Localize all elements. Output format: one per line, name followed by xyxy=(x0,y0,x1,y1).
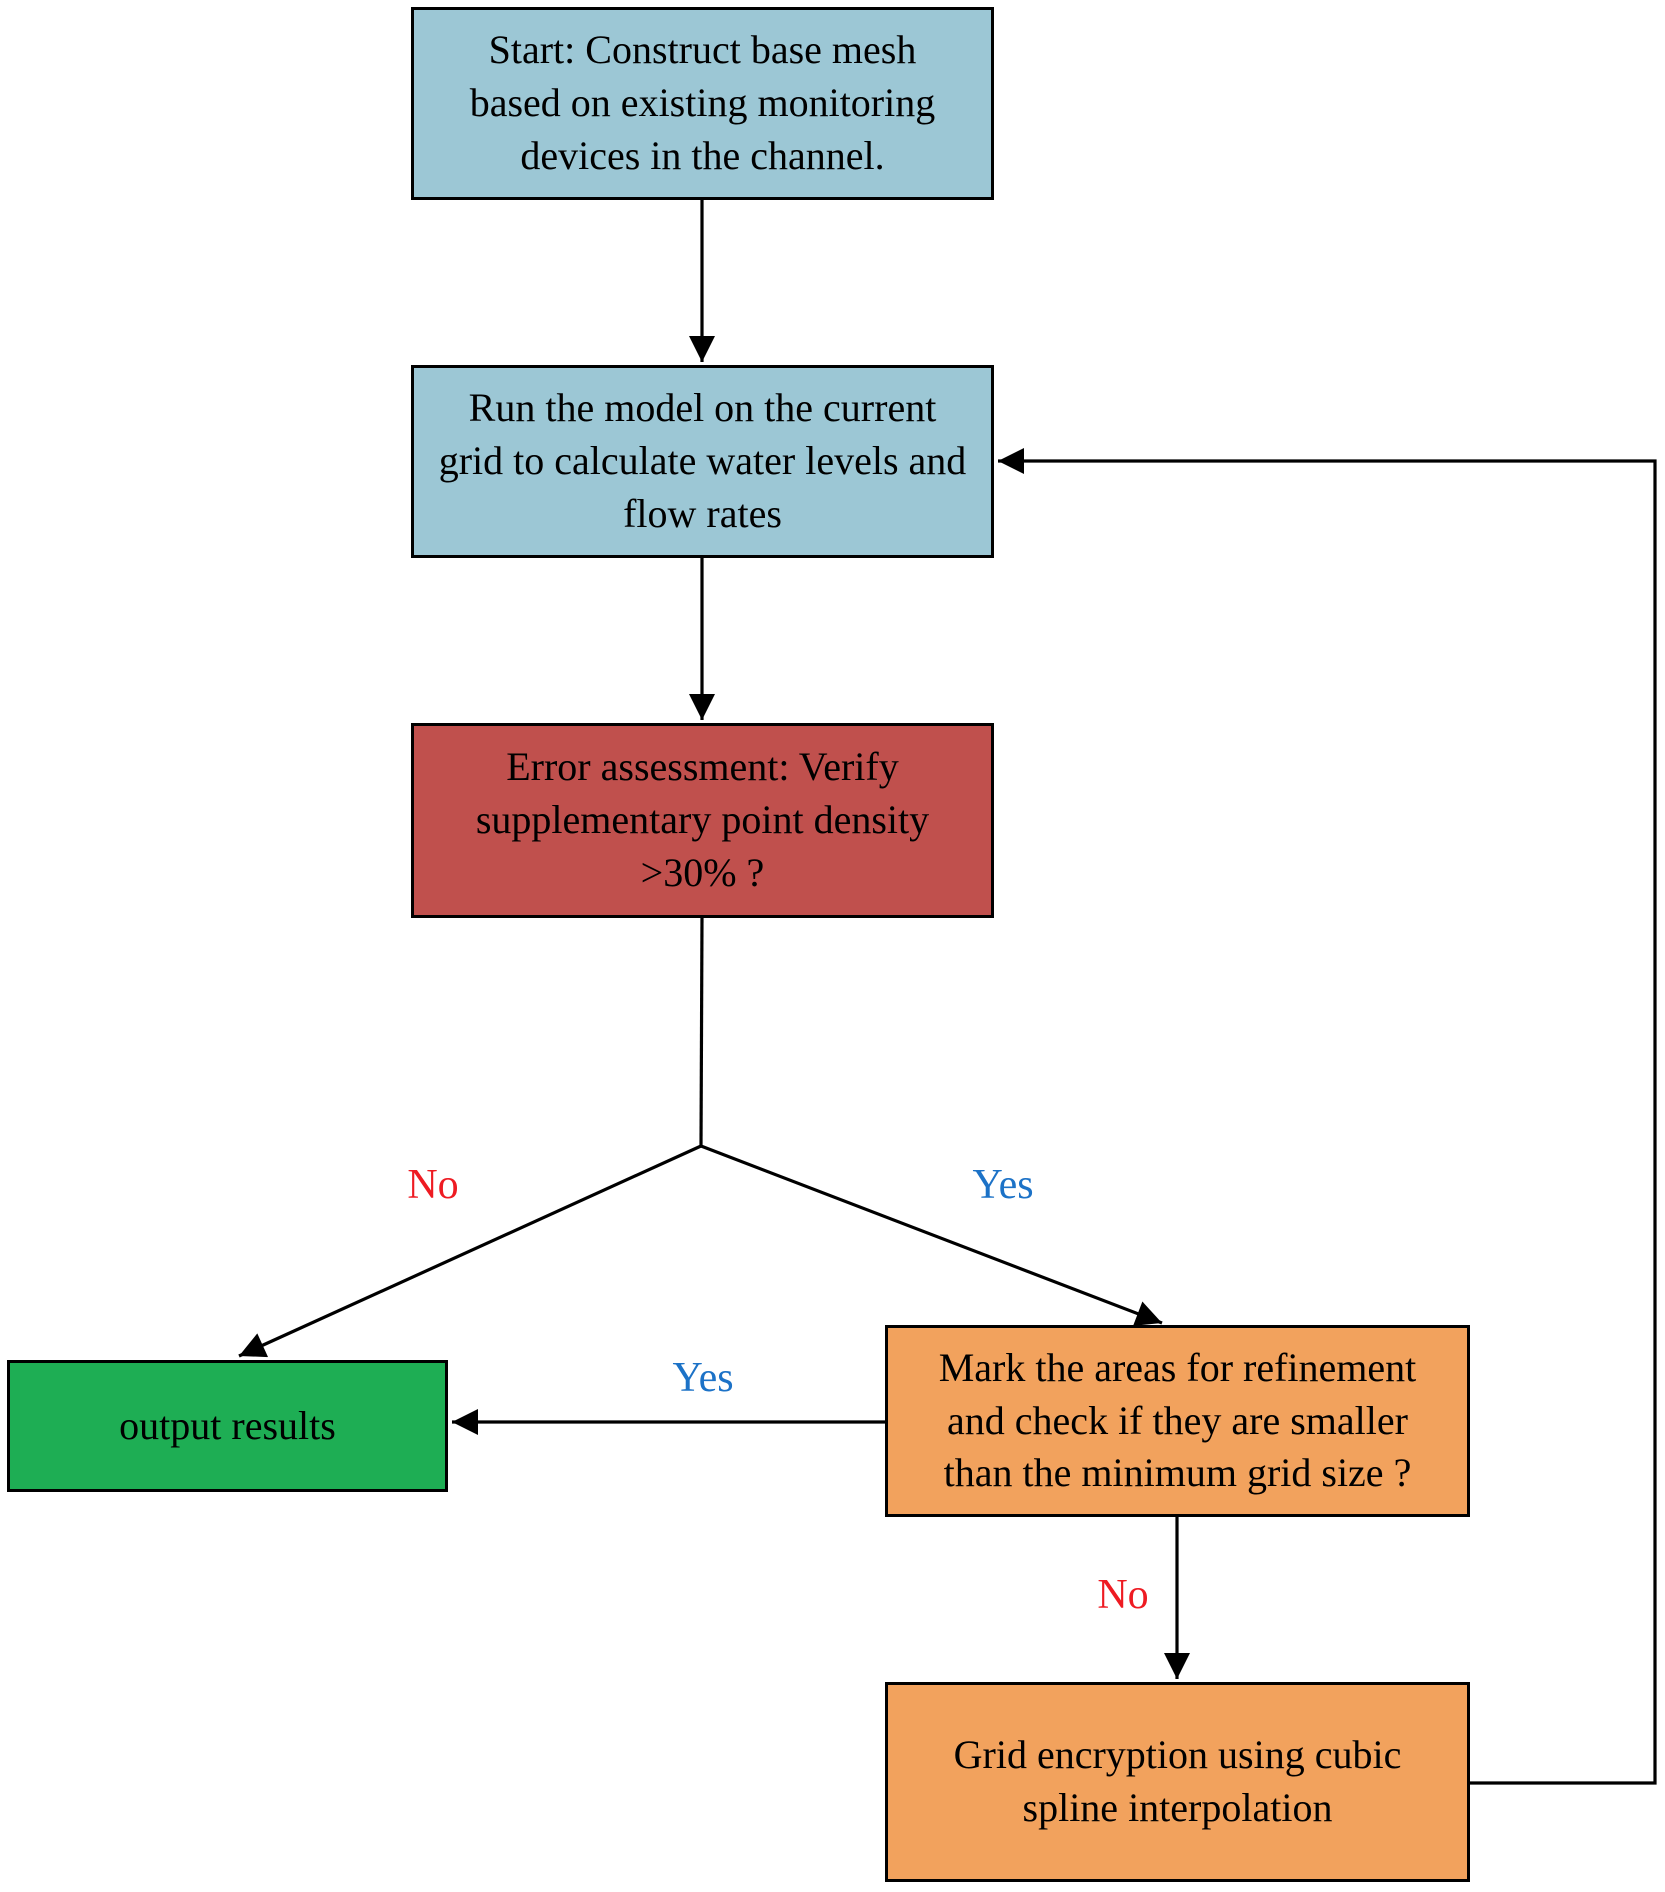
connector-grid-feedback-to-run xyxy=(998,448,1657,1785)
start-node: Start: Construct base mesh based on exis… xyxy=(411,7,994,200)
error-assessment-node: Error assessment: Verify supplementary p… xyxy=(411,723,994,918)
connector-branch-yes-to-mark xyxy=(700,1144,1163,1326)
branch-label-yes-to-output: Yes xyxy=(672,1355,734,1401)
branch-label-yes-right: Yes xyxy=(972,1162,1034,1208)
branch-label-no-down: No xyxy=(1097,1572,1149,1618)
connector-error-to-branch-vertex xyxy=(699,917,704,1147)
connector-branch-no-to-output xyxy=(238,1144,702,1358)
branch-label-no-left: No xyxy=(407,1162,459,1208)
mark-refinement-node: Mark the areas for refinement and check … xyxy=(885,1325,1470,1517)
run-model-node: Run the model on the current grid to cal… xyxy=(411,365,994,558)
output-results-node: output results xyxy=(7,1360,448,1492)
grid-encryption-node: Grid encryption using cubic spline inter… xyxy=(885,1682,1470,1882)
